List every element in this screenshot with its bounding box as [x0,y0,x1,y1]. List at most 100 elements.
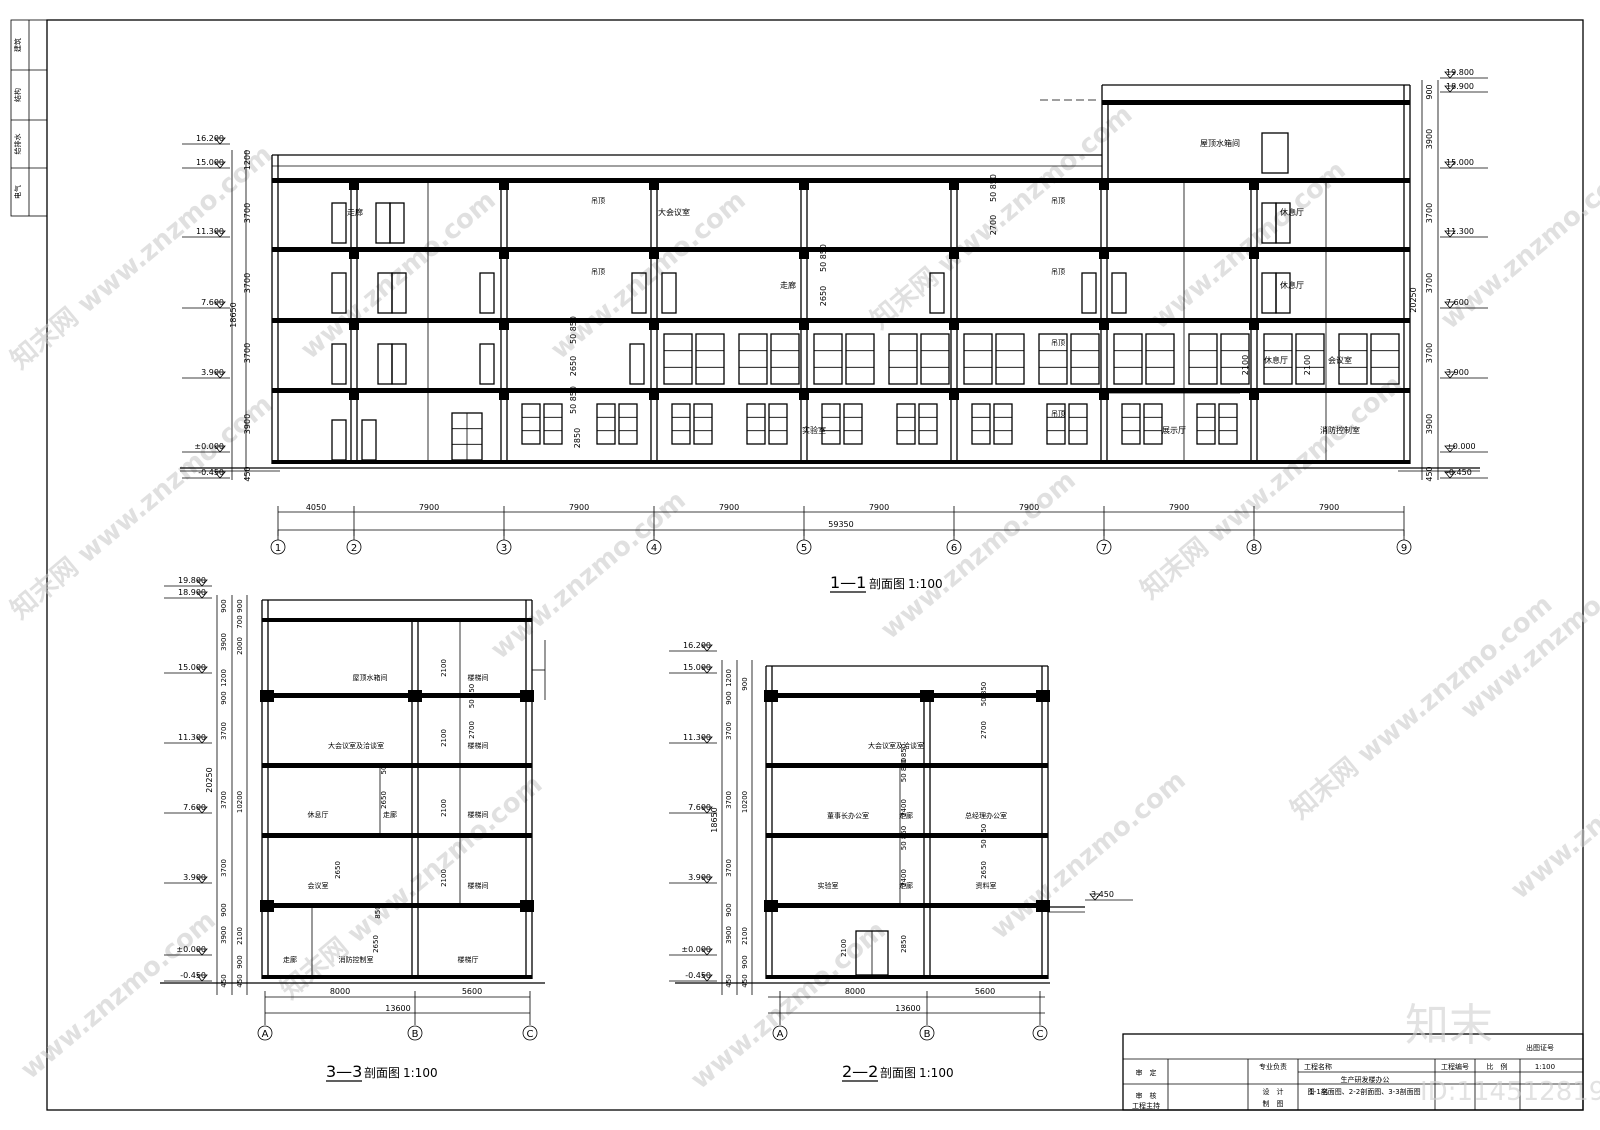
tb-drawing-name-2: 1-1剖面图、2-2剖面图、3-3剖面图 [1309,1087,1420,1096]
axis-bubble: B [919,1025,935,1041]
bay-dimension: 5600 [975,987,995,996]
inner-dimension: 2100 [440,799,448,817]
vertical-dimension: 450 [741,974,749,987]
level-mark: 3.900 [669,873,717,884]
level-label: 11.300 [196,227,224,236]
vertical-dimension: 3700 [220,722,228,740]
window [1188,333,1218,385]
room-label: 大会议室及洽谈室 [868,741,924,750]
inner-dimension: 2400 [900,799,908,817]
level-mark: 7.600 [164,803,212,814]
vertical-dimension: 3900 [725,926,733,944]
door [661,272,677,314]
window [845,333,875,385]
axis-label: 9 [1401,543,1407,554]
level-mark: 7.600 [1440,298,1488,309]
vertical-dimension: 450 [220,974,228,987]
vertical-dimension: 3700 [243,273,252,293]
room-label: 董事长办公室 [827,811,869,820]
room-label: 走廊 [780,280,796,290]
door [377,343,393,385]
window [521,403,541,445]
axis-label: A [262,1029,269,1040]
vertical-dimension: 3900 [243,414,252,434]
side-strip-label: 建筑 [13,38,22,52]
door [375,202,391,244]
level-label: -0.450 [198,468,224,477]
level-mark: 11.300 [164,733,212,744]
tb-design-label: 设 计 [1263,1087,1284,1096]
inner-dimension: 50 850 [900,744,908,769]
inner-dimension: 50 850 [569,316,578,344]
window [920,333,950,385]
level-mark: 18.900 [164,588,212,599]
bay-dimension: 7900 [1319,503,1339,512]
vertical-dimension: 3700 [725,859,733,877]
level-label: 16.200 [196,134,224,143]
watermark: 知末网 www.znzmo.com [865,99,1138,335]
inner-dimension: 2100 [440,659,448,677]
axis-bubble: 1 [270,539,286,555]
vertical-dimension: 2100 [236,927,244,945]
ceiling-note: 吊顶 [1051,339,1065,347]
watermark: www.znzmo.com [985,765,1191,945]
axis-label: 6 [951,543,957,554]
tb-cert-label: 出图证号 [1526,1043,1554,1052]
window [1295,333,1325,385]
bay-dimension: 5600 [462,987,482,996]
level-mark: -0.450 [669,971,717,982]
inner-dimension: 2650 [819,286,828,306]
level-mark: 15.000 [669,663,717,674]
window [843,403,863,445]
level-mark: 3.450 [1085,890,1133,901]
level-mark: -0.450 [182,468,230,479]
vertical-dimension: 3700 [725,791,733,809]
axis-label: B [412,1029,419,1040]
vertical-dimension: 900 [741,677,749,690]
room-label: 总经理办公室 [965,811,1007,820]
ceiling-note: 吊顶 [1051,197,1065,205]
level-mark: 15.000 [1440,158,1488,169]
door [391,343,407,385]
vertical-dimension: 450 [1425,466,1434,481]
level-mark: 11.300 [1440,227,1488,238]
level-mark: 7.600 [182,298,230,309]
inner-dimension: 2850 [900,935,908,953]
room-label: 楼梯间 [468,881,489,890]
level-label: 7.600 [183,803,206,812]
vertical-dimension: 3700 [1425,343,1434,363]
room-label: 消防控制室 [1320,425,1360,435]
room-label: 会议室 [1328,355,1352,365]
vertical-dimension: 900 [236,599,244,612]
vertical-dimension: 450 [725,974,733,987]
window [1046,403,1066,445]
section-title-text: 剖面图 [869,577,905,591]
bay-dimension: 4050 [306,503,326,512]
level-label: 3.900 [201,368,224,377]
window [1338,333,1368,385]
section-title-scale: 1:100 [919,1066,954,1080]
inner-dimension: 50 850 [989,174,998,202]
level-label: 7.600 [688,803,711,812]
door [479,272,495,314]
window [1068,403,1088,445]
vertical-dimension: 1200 [220,669,228,687]
vertical-dimension: 450 [243,466,252,481]
vertical-dimension: 3900 [220,633,228,651]
room-label: 走廊 [899,811,913,820]
room-label: 休息厅 [308,810,329,819]
window [1220,333,1250,385]
inner-dimension: 50 850 [819,244,828,272]
inner-dimension: 2100 [840,939,848,957]
level-label: -0.450 [180,971,206,980]
vertical-dimension: 900 [220,691,228,704]
door [331,343,347,385]
section-2-2: 16.20015.00011.3007.6003.900±0.000-0.450… [669,641,1133,1082]
room-label: 休息厅 [1280,280,1304,290]
window [1218,403,1238,445]
axis-bubble: C [522,1025,538,1041]
room-label: 实验室 [818,881,839,890]
bay-dimension: 8000 [330,987,350,996]
